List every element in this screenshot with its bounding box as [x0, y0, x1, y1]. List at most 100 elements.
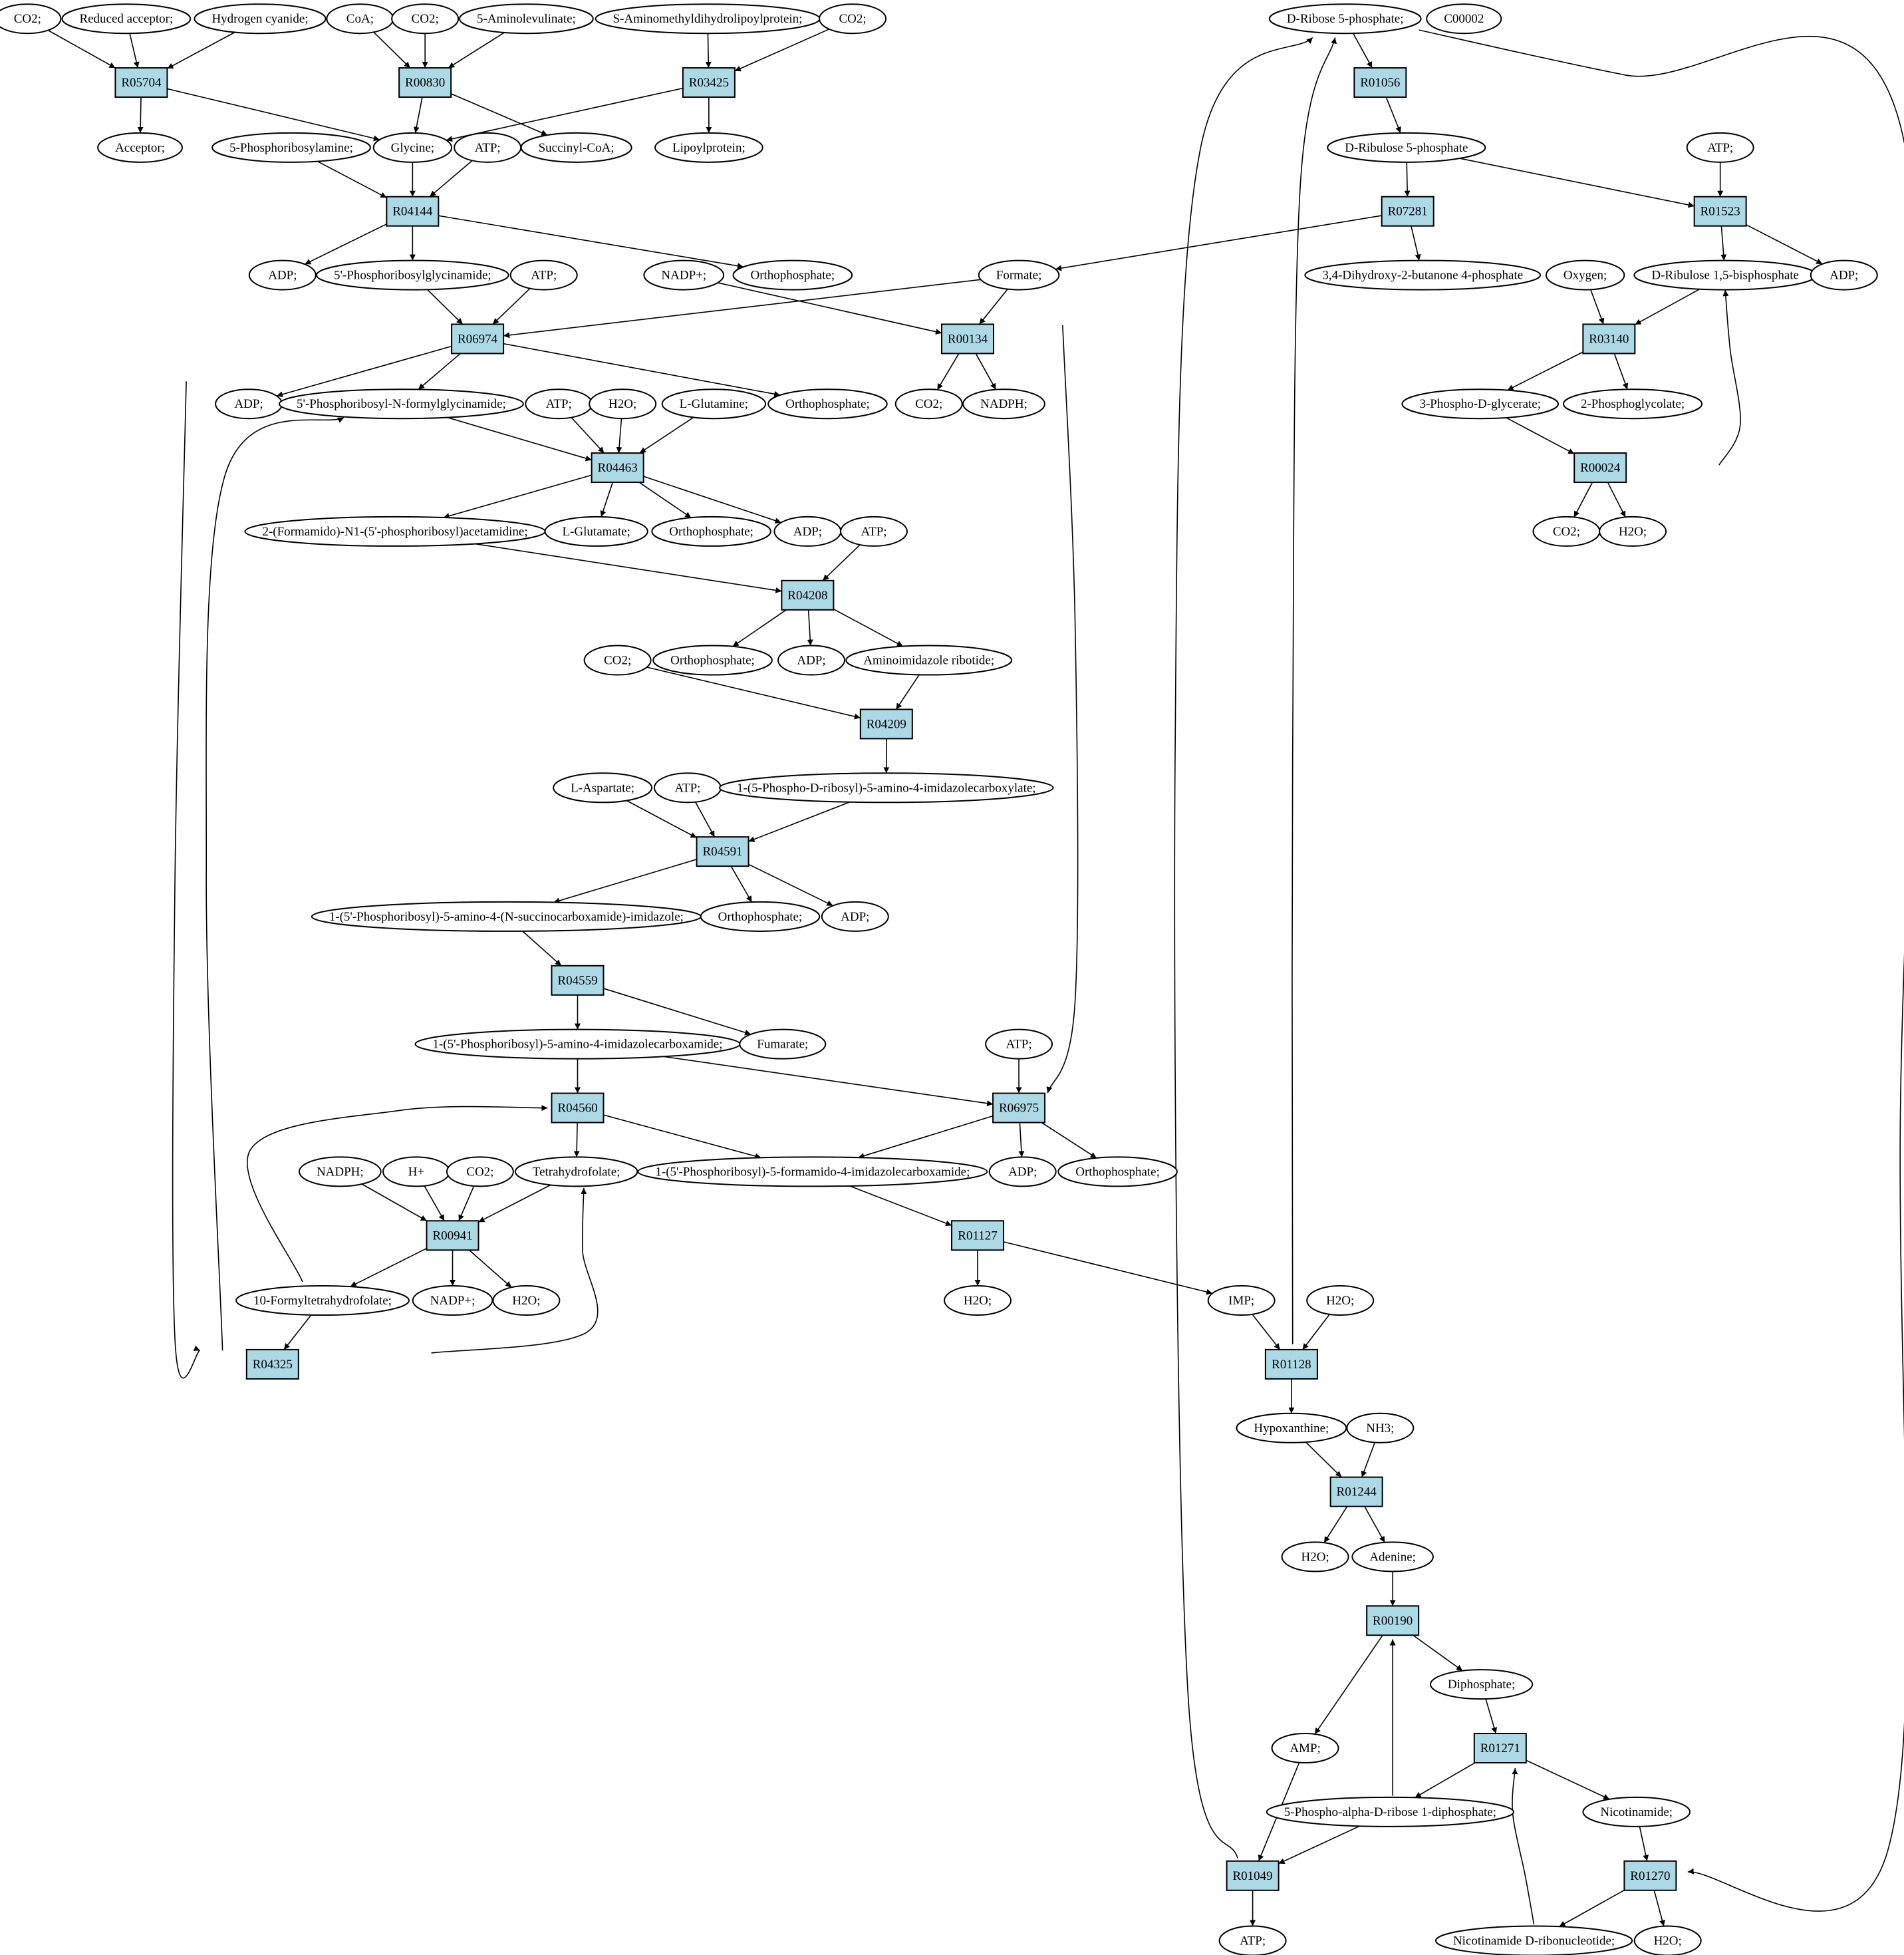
compound-label: C00002 — [1444, 12, 1484, 26]
compound-label: CO2; — [915, 397, 942, 411]
edge-arrow — [431, 1187, 599, 1354]
compound-ellipse — [316, 259, 509, 291]
compound-node: Glycine; — [372, 132, 453, 163]
reaction-node: R01244 — [1329, 1476, 1383, 1507]
compound-node: CO2; — [446, 1156, 514, 1187]
reaction-box — [426, 1220, 479, 1251]
compound-label: ATP; — [674, 781, 700, 795]
compound-node: AMP; — [1271, 1733, 1339, 1764]
compound-node: ADP; — [821, 901, 889, 932]
node-layer: CO2;Reduced acceptor;Hydrogen cyanide;Co… — [0, 3, 1878, 1955]
compound-node: 5'-Phosphoribosylglycinamide; — [316, 259, 509, 291]
edge-arrow — [522, 931, 562, 967]
reaction-label: R04559 — [557, 974, 597, 988]
edge-arrow — [438, 215, 744, 269]
edge-arrow — [137, 97, 144, 133]
compound-ellipse — [988, 1156, 1057, 1187]
compound-node: Hypoxanthine; — [1236, 1412, 1347, 1443]
compound-label: ADP; — [1008, 1165, 1037, 1179]
compound-ellipse — [509, 259, 578, 291]
compound-label: 5-Phospho-alpha-D-ribose 1-diphosphate; — [1284, 1805, 1496, 1819]
reaction-node: R04209 — [859, 708, 913, 740]
edge-arrow — [1041, 1122, 1097, 1159]
compound-node: ATP; — [1218, 1925, 1287, 1955]
compound-node: H+ — [382, 1156, 450, 1187]
compound-ellipse — [978, 259, 1060, 291]
compound-node: Orthophosphate; — [652, 645, 773, 676]
compound-node: 5-Aminolevulinate; — [459, 3, 594, 35]
compound-node: Nicotinamide; — [1582, 1796, 1691, 1827]
compound-label: Orthophosphate; — [669, 525, 753, 539]
reaction-box — [551, 1092, 605, 1124]
compound-node: ATP; — [454, 132, 522, 163]
reaction-label: R03140 — [1589, 332, 1629, 346]
edge-arrow — [718, 282, 942, 335]
reaction-node: R04559 — [551, 965, 605, 996]
reaction-box — [114, 67, 168, 98]
compound-ellipse — [651, 516, 771, 547]
compound-ellipse — [248, 259, 317, 291]
edge-arrow — [571, 417, 605, 454]
compound-label: ADP; — [268, 269, 297, 283]
reaction-box — [551, 965, 605, 996]
edge-arrow — [426, 289, 464, 325]
edge-arrow — [450, 93, 548, 136]
compound-node: ADP; — [773, 516, 842, 547]
compound-ellipse — [298, 1156, 382, 1187]
reaction-box — [1693, 196, 1747, 227]
compound-ellipse — [700, 901, 821, 932]
edge-arrow — [443, 474, 592, 519]
compound-label: H2O; — [512, 1294, 540, 1308]
compound-node: ADP; — [777, 645, 846, 676]
compound-label: ATP; — [531, 269, 557, 283]
compound-node: H2O; — [492, 1285, 561, 1316]
compound-ellipse — [589, 388, 657, 420]
compound-label: Tetrahydrofolate; — [533, 1165, 620, 1179]
reaction-node: R01270 — [1623, 1860, 1677, 1891]
edge-arrow — [1639, 1826, 1649, 1861]
compound-label: 5-Phosphoribosylamine; — [229, 141, 353, 155]
compound-node: NH3; — [1346, 1412, 1415, 1443]
compound-node: Acceptor; — [97, 132, 183, 163]
reaction-box — [451, 323, 505, 355]
compound-node: Orthophosphate; — [732, 259, 853, 291]
compound-node: CO2; — [819, 3, 887, 35]
compound-label: ADP; — [841, 910, 869, 924]
compound-label: Orthophosphate; — [750, 269, 835, 283]
compound-node: Oxygen; — [1545, 259, 1625, 291]
reaction-label: R06974 — [458, 332, 498, 346]
compound-label: CoA; — [346, 12, 374, 26]
compound-label: Succinyl-CoA; — [539, 141, 614, 155]
compound-label: 5'-Phosphoribosylglycinamide; — [334, 269, 491, 283]
compound-label: H2O; — [609, 397, 636, 411]
compound-node: 5'-Phosphoribosyl-N-formylglycinamide; — [279, 388, 524, 420]
edge-layer — [47, 29, 1904, 1927]
edge-arrow — [373, 31, 411, 69]
compound-node: 1-(5-Phospho-D-ribosyl)-5-amino-4-imidaz… — [719, 772, 1054, 804]
edge-arrow — [448, 32, 505, 69]
compound-node: CO2; — [583, 645, 652, 676]
edge-arrow — [1305, 1441, 1342, 1478]
compound-node: D-Ribose 5-phosphate; — [1268, 3, 1422, 35]
compound-node: Orthophosphate; — [651, 516, 771, 547]
compound-node: Orthophosphate; — [700, 901, 821, 932]
edge-arrow — [936, 353, 960, 390]
edge-arrow — [1003, 1241, 1213, 1295]
compound-node: NADPH; — [298, 1156, 382, 1187]
edge-arrow — [429, 160, 473, 198]
reaction-box — [1264, 1348, 1318, 1380]
reaction-label: R00941 — [432, 1229, 472, 1243]
compound-node: 3,4-Dihydroxy-2-butanone 4-phosphate — [1304, 259, 1542, 291]
reaction-node: R04560 — [551, 1092, 605, 1124]
edge-arrow — [603, 988, 751, 1036]
edge-arrow — [475, 543, 782, 593]
compound-ellipse — [1236, 1412, 1347, 1443]
edge-arrow — [616, 418, 622, 454]
compound-label: Orthophosphate; — [785, 397, 870, 411]
reaction-box — [1366, 1605, 1420, 1636]
compound-node: Tetrahydrofolate; — [514, 1156, 638, 1187]
compound-label: L-Glutamine; — [680, 397, 748, 411]
compound-ellipse — [652, 645, 773, 676]
edge-arrow — [600, 482, 614, 518]
reaction-node: R00134 — [940, 323, 994, 355]
